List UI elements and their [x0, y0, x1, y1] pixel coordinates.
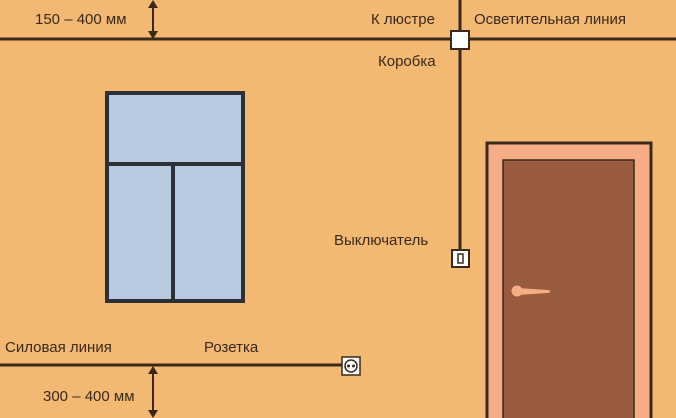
switch-icon	[451, 249, 470, 268]
chandelier-label: К люстре	[371, 11, 435, 28]
socket-label: Розетка	[204, 339, 259, 356]
lighting-line-label: Осветительная линия	[474, 11, 627, 28]
box-label: Коробка	[378, 53, 436, 70]
junction-box-icon	[450, 30, 470, 50]
power-line-label: Силовая линия	[5, 339, 112, 356]
bottom-dimension-label: 300 – 400 мм	[43, 388, 135, 405]
bottom-dimension-arrow	[148, 366, 158, 418]
door-handle-icon	[511, 285, 551, 297]
top-dimension-label: 150 – 400 мм	[35, 11, 127, 28]
top-dimension-arrow	[148, 0, 158, 39]
socket-icon	[341, 356, 361, 376]
switch-label: Выключатель	[334, 232, 429, 249]
door	[485, 141, 653, 418]
window	[105, 91, 245, 303]
